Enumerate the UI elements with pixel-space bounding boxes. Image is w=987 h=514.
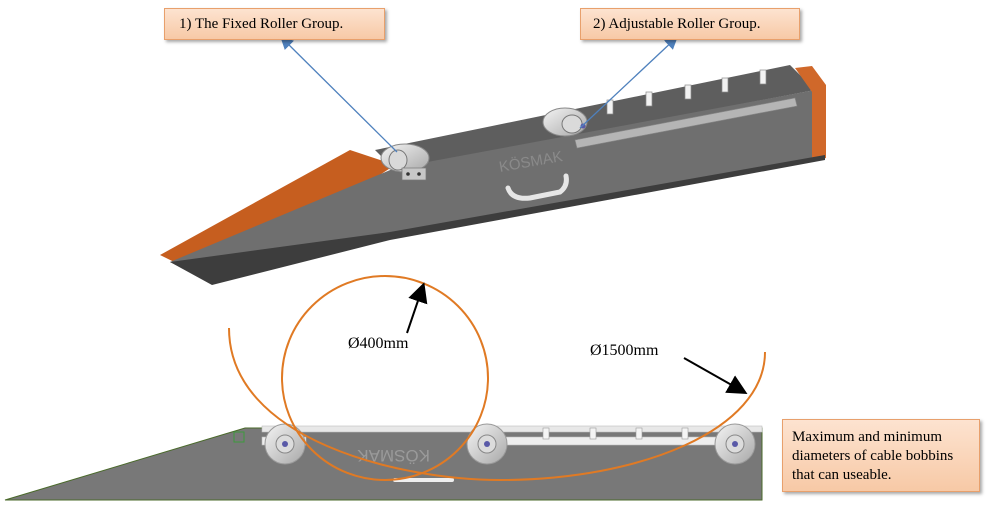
side-view-slots	[542, 427, 689, 440]
side-slot	[635, 427, 643, 440]
adjustment-slot	[684, 84, 692, 100]
ramp-handle	[505, 173, 569, 201]
adjustable-roller-pointer	[579, 36, 678, 129]
ramp-lower-edge	[170, 155, 825, 285]
fixed-roller-pointer	[280, 36, 398, 153]
diameter-note-callout: Maximum and minimum diameters of cable b…	[782, 419, 980, 492]
adjustment-slot	[721, 77, 729, 93]
side-slot	[681, 427, 689, 440]
adjustable-roller-callout: 2) Adjustable Roller Group.	[580, 8, 800, 40]
fixed-roller	[380, 143, 430, 181]
adjustment-slot	[759, 69, 767, 85]
ramp-toe-marker	[233, 431, 245, 443]
ramp-end-cap-orange	[795, 66, 826, 162]
adjustable-roller	[542, 107, 588, 137]
roller-ramp-side-view: KÖSMAK	[4, 423, 763, 501]
small-diameter-arrow	[406, 282, 428, 334]
large-diameter-label: Ø1500mm	[590, 342, 659, 359]
large-bobbin-arc	[228, 327, 766, 482]
small-diameter-label: Ø400mm	[348, 335, 409, 352]
ramp-deck-top	[375, 65, 815, 170]
side-end-roller	[714, 423, 756, 465]
diameter-note-text: Maximum and minimum diameters of cable b…	[792, 429, 954, 483]
side-rail	[261, 425, 763, 433]
side-adjustable-roller	[466, 423, 508, 465]
side-slot	[589, 427, 597, 440]
fixed-roller-callout: 1) The Fixed Roller Group.	[164, 8, 385, 40]
small-bobbin-circle	[281, 275, 489, 481]
side-fixed-roller	[264, 423, 306, 465]
side-view-brand-mark: KÖSMAK	[357, 446, 430, 465]
large-diameter-arrow	[683, 357, 748, 394]
adjustment-slot	[645, 91, 653, 107]
adjustment-rail	[574, 97, 798, 149]
fixed-roller-callout-text: 1) The Fixed Roller Group.	[179, 16, 344, 32]
roller-ramp-3d-view: KÖSMAK	[160, 65, 826, 285]
side-slot	[542, 427, 550, 440]
adjustment-slots	[606, 69, 767, 115]
adjustable-roller-callout-text: 2) Adjustable Roller Group.	[593, 16, 761, 32]
ramp-side-face	[170, 90, 825, 282]
